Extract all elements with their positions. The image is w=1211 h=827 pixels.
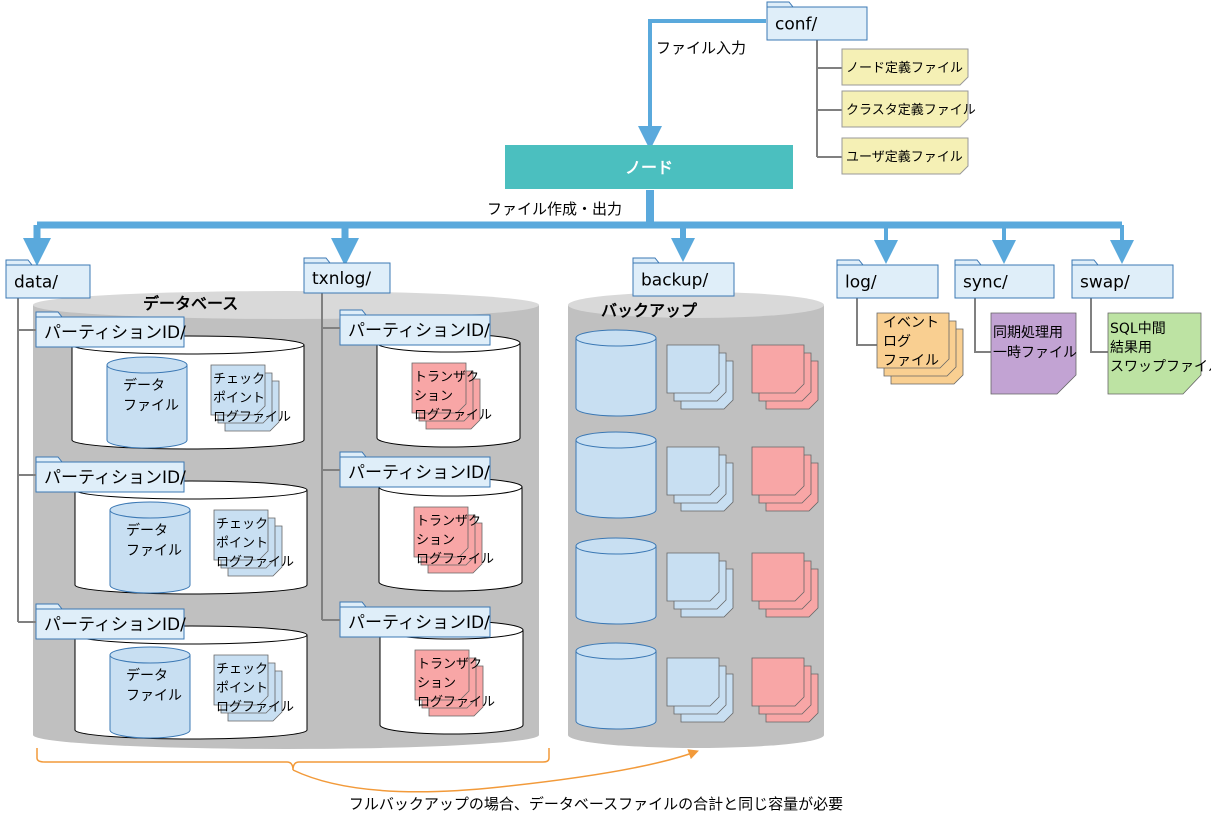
data-folder-label: data/ xyxy=(14,273,58,293)
data-file-label: ファイル xyxy=(126,688,182,704)
checkpoint-log-label: ログファイル xyxy=(216,555,294,570)
backup-checkpoint-stack xyxy=(666,344,734,410)
event-log-label: イベント xyxy=(883,315,939,331)
database-file-icon xyxy=(109,501,191,594)
backup-transaction-stack xyxy=(751,446,819,512)
conf-file-label: ユーザ定義ファイル xyxy=(846,149,963,165)
txnlog-folder-label: txnlog/ xyxy=(312,269,371,289)
file-output-label: ファイル作成・出力 xyxy=(487,200,622,218)
backup-folder-label: backup/ xyxy=(641,271,708,291)
swap-folder-label: swap/ xyxy=(1080,273,1130,293)
checkpoint-log-label: ポイント xyxy=(216,536,268,551)
conf-file[interactable]: クラスタ定義ファイル xyxy=(841,90,976,128)
conf-folder-label: conf/ xyxy=(775,15,818,35)
database-file-icon xyxy=(575,431,657,519)
backup-title: バックアップ xyxy=(601,301,698,320)
backup-checkpoint-stack xyxy=(666,446,734,512)
file-input-label: ファイル入力 xyxy=(656,39,746,57)
data-partition-folder[interactable]: パーティションID/ xyxy=(35,603,186,640)
conf-folder[interactable]: conf/ xyxy=(766,1,868,41)
backup-transaction-stack xyxy=(751,552,819,618)
data-file-label: ファイル xyxy=(126,543,182,559)
backup-checkpoint-stack xyxy=(666,552,734,618)
data-file-label: データ xyxy=(126,522,168,539)
conf-file[interactable]: ノード定義ファイル xyxy=(841,48,969,86)
transaction-log-label: ション xyxy=(417,676,456,691)
checkpoint-log-stack xyxy=(210,364,280,432)
database-file-icon xyxy=(575,642,657,730)
txnlog-partition-folder[interactable]: パーティションID/ xyxy=(339,309,491,346)
checkpoint-log-label: ポイント xyxy=(213,391,265,406)
event-log-label: ログ xyxy=(883,334,911,350)
data-folder[interactable]: data/ xyxy=(5,259,91,299)
checkpoint-log-stack xyxy=(213,509,283,577)
database-file-icon xyxy=(575,329,657,417)
backup-transaction-stack xyxy=(751,657,819,723)
transaction-log-label: ログファイル xyxy=(417,695,495,710)
checkpoint-log-label: チェック xyxy=(216,662,268,677)
txnlog-partition-folder[interactable]: パーティションID/ xyxy=(339,451,491,488)
checkpoint-log-label: ログファイル xyxy=(216,700,294,715)
sync-temp-label: 一時ファイル xyxy=(993,345,1077,361)
txnlog-partition-folder-label: パーティションID/ xyxy=(348,613,490,633)
data-partition-folder-label: パーティションID/ xyxy=(44,323,186,343)
log-folder[interactable]: log/ xyxy=(836,259,939,299)
transaction-log-label: トランザク xyxy=(414,370,479,385)
capacity-brace xyxy=(36,748,699,793)
swap-file-label: スワップファイル xyxy=(1110,359,1211,375)
data-partition-folder-label: パーティションID/ xyxy=(44,468,186,488)
node-label: ノード xyxy=(625,158,673,177)
tree-lines xyxy=(17,40,1109,623)
transaction-log-label: トランザク xyxy=(417,657,482,672)
database-file-icon xyxy=(109,646,191,739)
txnlog-folder[interactable]: txnlog/ xyxy=(303,257,391,294)
data-partition-folder[interactable]: パーティションID/ xyxy=(35,311,186,348)
checkpoint-log-label: チェック xyxy=(216,517,268,532)
checkpoint-log-label: チェック xyxy=(213,372,265,387)
transaction-log-label: ログファイル xyxy=(416,552,494,567)
data-file-label: ファイル xyxy=(123,398,179,414)
transaction-log-label: ション xyxy=(416,533,455,548)
checkpoint-log-stack xyxy=(213,654,283,722)
node-box: ノード xyxy=(505,145,793,189)
txnlog-partition-folder-label: パーティションID/ xyxy=(348,321,490,341)
transaction-log-label: ログファイル xyxy=(414,408,492,423)
database-title: データベース xyxy=(143,294,238,313)
transaction-log-stack xyxy=(414,649,484,717)
conf-file-label: ノード定義ファイル xyxy=(846,60,963,76)
swap-folder[interactable]: swap/ xyxy=(1071,259,1174,299)
transaction-log-stack xyxy=(411,362,481,430)
backup-folder[interactable]: backup/ xyxy=(632,257,735,297)
swap-file-label: SQL中間 xyxy=(1110,321,1166,337)
capacity-note: フルバックアップの場合、データベースファイルの合計と同じ容量が必要 xyxy=(349,795,843,813)
transaction-log-stack xyxy=(413,506,483,574)
flow-arrows xyxy=(22,19,1134,266)
sync-folder[interactable]: sync/ xyxy=(954,259,1055,299)
conf-file-label: クラスタ定義ファイル xyxy=(846,102,976,118)
log-folder-label: log/ xyxy=(845,273,877,293)
sync-folder-label: sync/ xyxy=(963,273,1008,293)
checkpoint-log-label: ポイント xyxy=(216,681,268,696)
data-file-label: データ xyxy=(126,667,168,684)
conf-file[interactable]: ユーザ定義ファイル xyxy=(841,137,969,175)
checkpoint-log-label: ログファイル xyxy=(213,410,291,425)
data-partition-folder-label: パーティションID/ xyxy=(44,615,186,635)
transaction-log-label: ション xyxy=(414,389,453,404)
event-log-label: ファイル xyxy=(883,353,939,369)
data-partition-folder[interactable]: パーティションID/ xyxy=(35,456,186,493)
txnlog-partition-folder-label: パーティションID/ xyxy=(348,463,490,483)
swap-file-label: 結果用 xyxy=(1110,340,1152,356)
txnlog-partition-folder[interactable]: パーティションID/ xyxy=(339,601,491,638)
backup-transaction-stack xyxy=(751,344,819,410)
sync-temp-label: 同期処理用 xyxy=(993,325,1063,341)
backup-checkpoint-stack xyxy=(666,657,734,723)
database-file-icon xyxy=(575,537,657,625)
transaction-log-label: トランザク xyxy=(416,514,481,529)
data-file-label: データ xyxy=(123,377,165,394)
database-file-icon xyxy=(106,356,188,449)
